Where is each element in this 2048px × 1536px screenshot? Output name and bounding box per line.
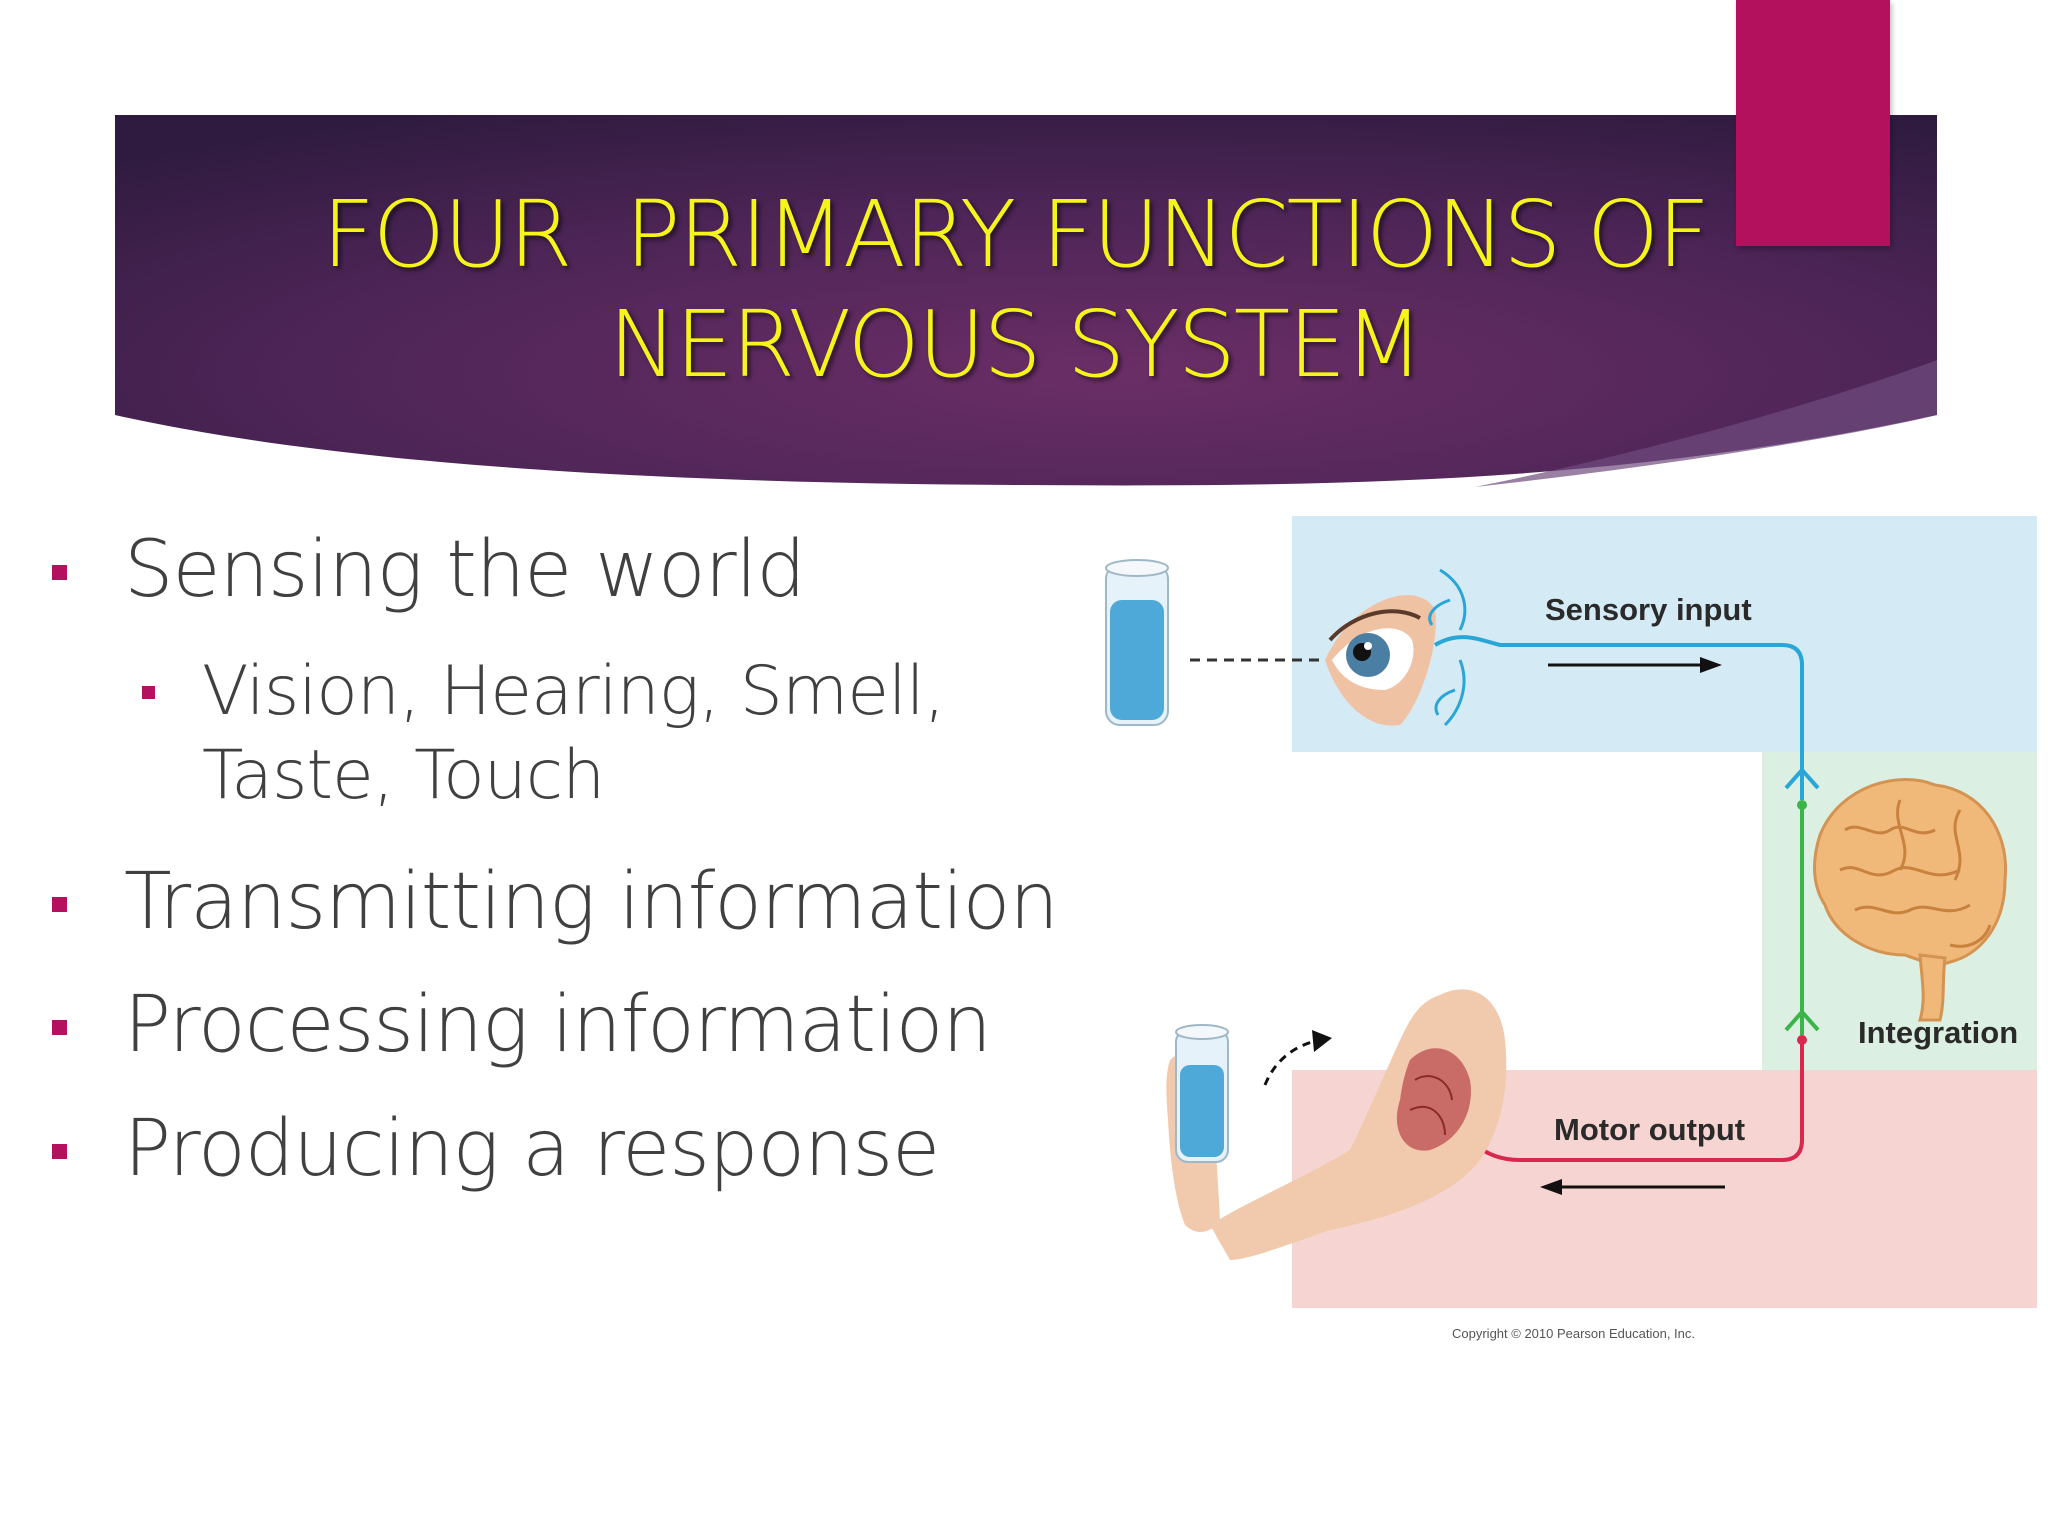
sub-bullet-marker — [142, 686, 155, 699]
bullet-text: Processing information — [124, 980, 992, 1070]
bullet-transmitting: Transmitting information — [52, 857, 1059, 947]
bullet-text: Transmitting information — [124, 857, 1059, 947]
bullet-marker — [52, 1144, 67, 1159]
bullet-text: Producing a response — [124, 1104, 940, 1194]
bullet-producing: Producing a response — [52, 1104, 940, 1194]
accent-tab — [1736, 0, 1890, 246]
sub-bullet-text-line-2: Taste, Touch — [202, 736, 605, 815]
title-banner-shape — [115, 115, 1937, 487]
title-line-1: FOUR PRIMARY FUNCTIONS OF — [321, 181, 1710, 288]
motor-arrow — [1540, 1179, 1725, 1195]
sub-bullet-senses: Vision, Hearing, Smell, Taste, Touch — [142, 650, 945, 818]
sensory-nerve — [1428, 568, 1820, 800]
sensory-input-label: Sensory input — [1545, 592, 1752, 627]
held-glass-icon — [1175, 1024, 1229, 1163]
bullet-sensing: Sensing the world — [52, 525, 806, 615]
integration-nerve — [1784, 800, 1820, 1035]
brain-icon — [1813, 777, 2008, 1022]
diagram-illustration — [1105, 516, 2037, 1308]
title-line-2: NERVOUS SYSTEM — [608, 291, 1423, 398]
water-glass-icon — [1105, 559, 1169, 726]
bullet-marker — [52, 897, 67, 912]
motion-arrow-icon — [1263, 1030, 1332, 1086]
page-title: FOUR PRIMARY FUNCTIONS OF NERVOUS SYSTEM — [315, 180, 1715, 400]
nervous-system-diagram: Sensory input Integration Motor output C… — [1100, 500, 2048, 1360]
copyright-notice: Copyright © 2010 Pearson Education, Inc. — [1452, 1326, 1696, 1341]
title-banner: FOUR PRIMARY FUNCTIONS OF NERVOUS SYSTEM — [115, 115, 1937, 487]
bullet-processing: Processing information — [52, 980, 992, 1070]
sensory-arrow — [1548, 657, 1722, 673]
bullet-marker — [52, 1020, 67, 1035]
bullet-text: Sensing the world — [124, 525, 806, 615]
motor-output-label: Motor output — [1554, 1112, 1746, 1147]
integration-label: Integration — [1858, 1015, 2019, 1050]
eye-icon — [1325, 595, 1436, 726]
bullet-marker — [52, 565, 67, 580]
sub-bullet-text-line-1: Vision, Hearing, Smell, — [202, 652, 945, 731]
